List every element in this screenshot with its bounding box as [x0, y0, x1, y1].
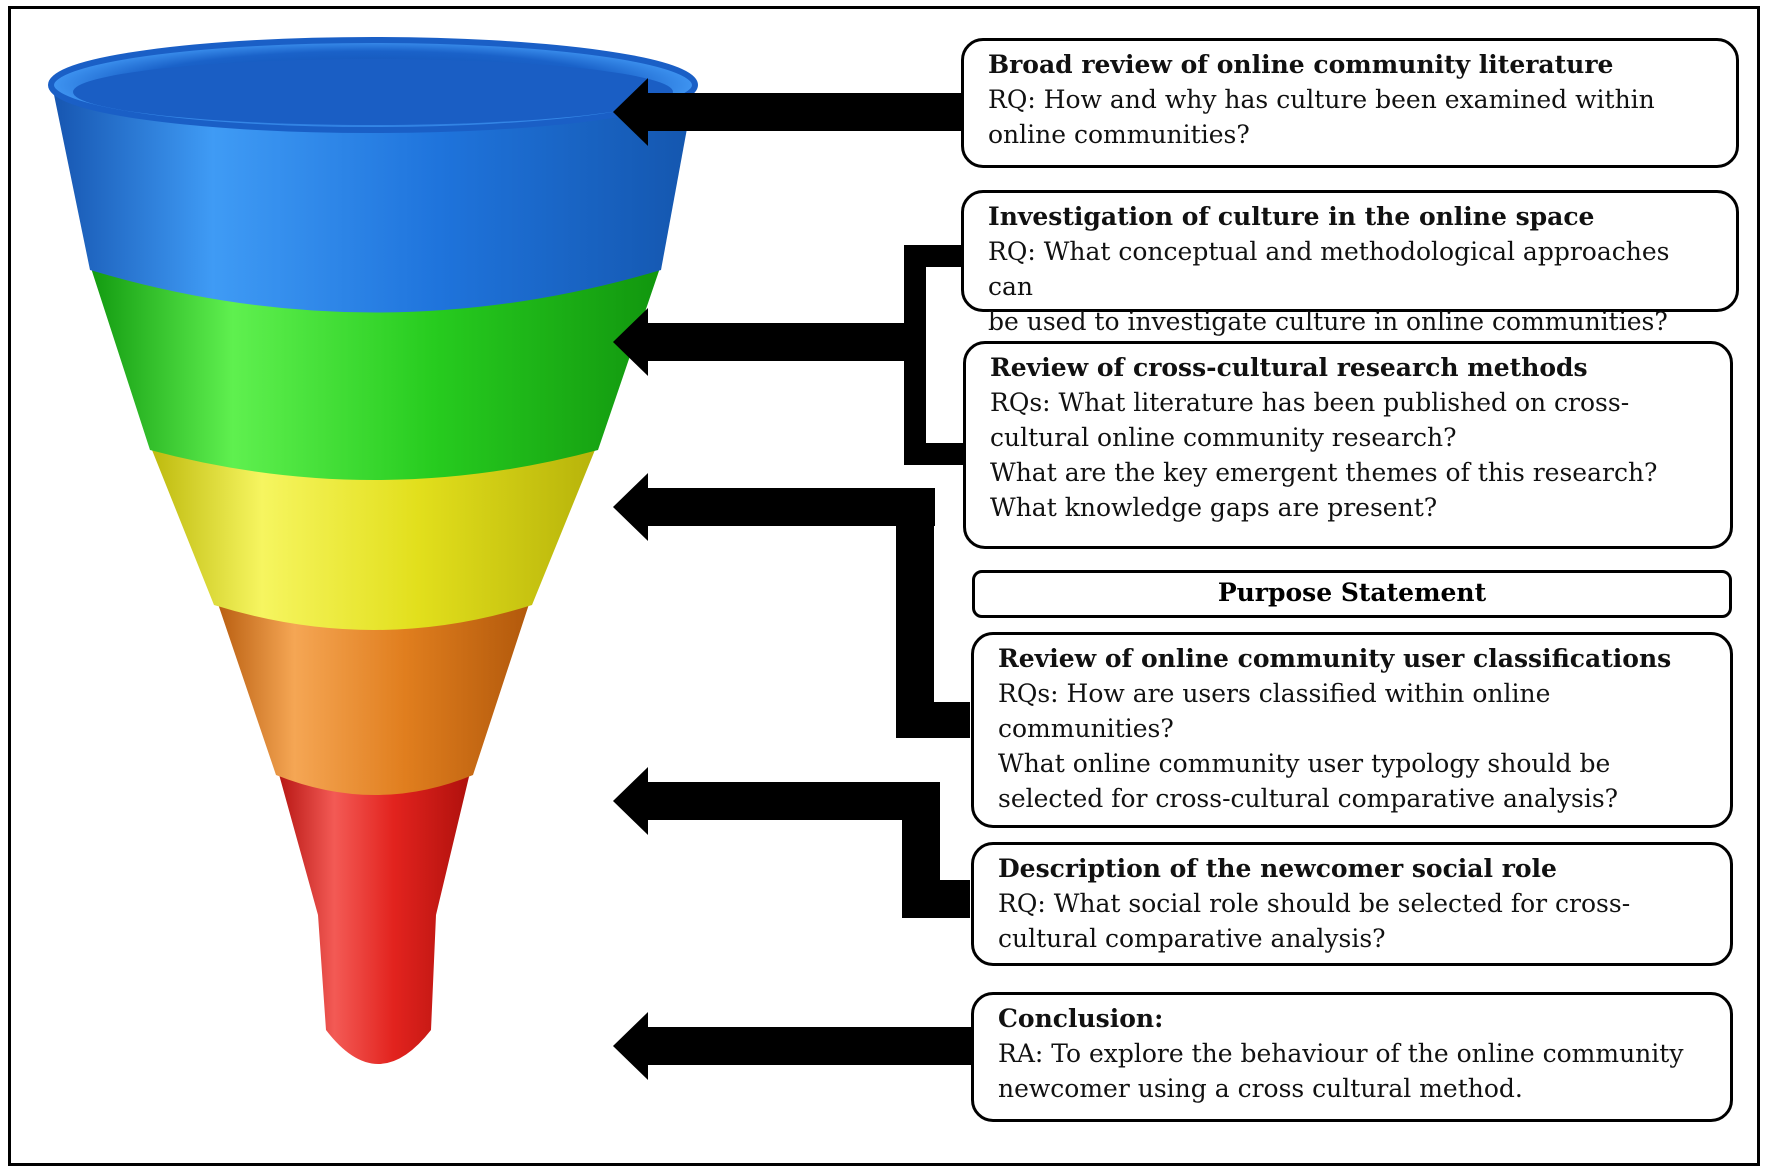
funnel-opening	[73, 59, 673, 125]
box-title: Investigation of culture in the online s…	[988, 202, 1595, 231]
funnel-red-band	[275, 760, 473, 1064]
box-text-line: RQ: What conceptual and methodological a…	[988, 237, 1670, 301]
box-text-line: selected for cross-cultural comparative …	[998, 784, 1619, 813]
box-text-line: RQs: What literature has been published …	[990, 388, 1630, 417]
box-text-line: What online community user typology shou…	[998, 749, 1611, 778]
funnel-green-band	[90, 265, 661, 480]
arrow-user-classifications	[613, 473, 970, 738]
box-text-line: RQs: How are users classified within onl…	[998, 679, 1551, 708]
box-text-line: What knowledge gaps are present?	[990, 493, 1438, 522]
arrow-broad-review	[613, 78, 965, 146]
funnel-blue-band	[52, 72, 695, 313]
box-text-line: cultural online community research?	[990, 423, 1457, 452]
box-text-line: RQ: What social role should be selected …	[998, 889, 1631, 918]
box-text-line: communities?	[998, 714, 1174, 743]
box-text-line: cultural comparative analysis?	[998, 924, 1386, 953]
box-title: Review of online community user classifi…	[998, 644, 1672, 673]
funnel-orange-band	[215, 595, 532, 795]
box-broad-review: Broad review of online community literat…	[961, 38, 1739, 168]
funnel-yellow-band	[150, 445, 597, 630]
funnel	[48, 37, 698, 1064]
arrow-culture-methods	[613, 245, 966, 465]
arrow-newcomer-role	[613, 767, 970, 918]
box-investigation-culture: Investigation of culture in the online s…	[961, 190, 1739, 336]
box-title: Review of cross-cultural research method…	[990, 353, 1588, 382]
box-user-classifications: Review of online community user classifi…	[971, 632, 1733, 828]
arrow-conclusion	[613, 1012, 972, 1080]
box-text-line: online communities?	[988, 120, 1250, 149]
purpose-statement: Purpose Statement	[972, 570, 1732, 618]
box-text-line: What are the key emergent themes of this…	[990, 458, 1658, 487]
box-title: Conclusion:	[998, 1004, 1164, 1033]
box-text-line: RQ: How and why has culture been examine…	[988, 85, 1655, 114]
box-newcomer-role: Description of the newcomer social role …	[971, 842, 1733, 966]
arrows	[613, 78, 972, 1080]
box-conclusion: Conclusion: RA: To explore the behaviour…	[971, 992, 1733, 1122]
box-cross-cultural-methods: Review of cross-cultural research method…	[963, 341, 1733, 549]
box-title: Broad review of online community literat…	[988, 50, 1614, 79]
box-text-line: be used to investigate culture in online…	[988, 307, 1668, 336]
box-text-line: newcomer using a cross cultural method.	[998, 1074, 1523, 1103]
box-text-line: RA: To explore the behaviour of the onli…	[998, 1039, 1684, 1068]
box-title: Description of the newcomer social role	[998, 854, 1557, 883]
